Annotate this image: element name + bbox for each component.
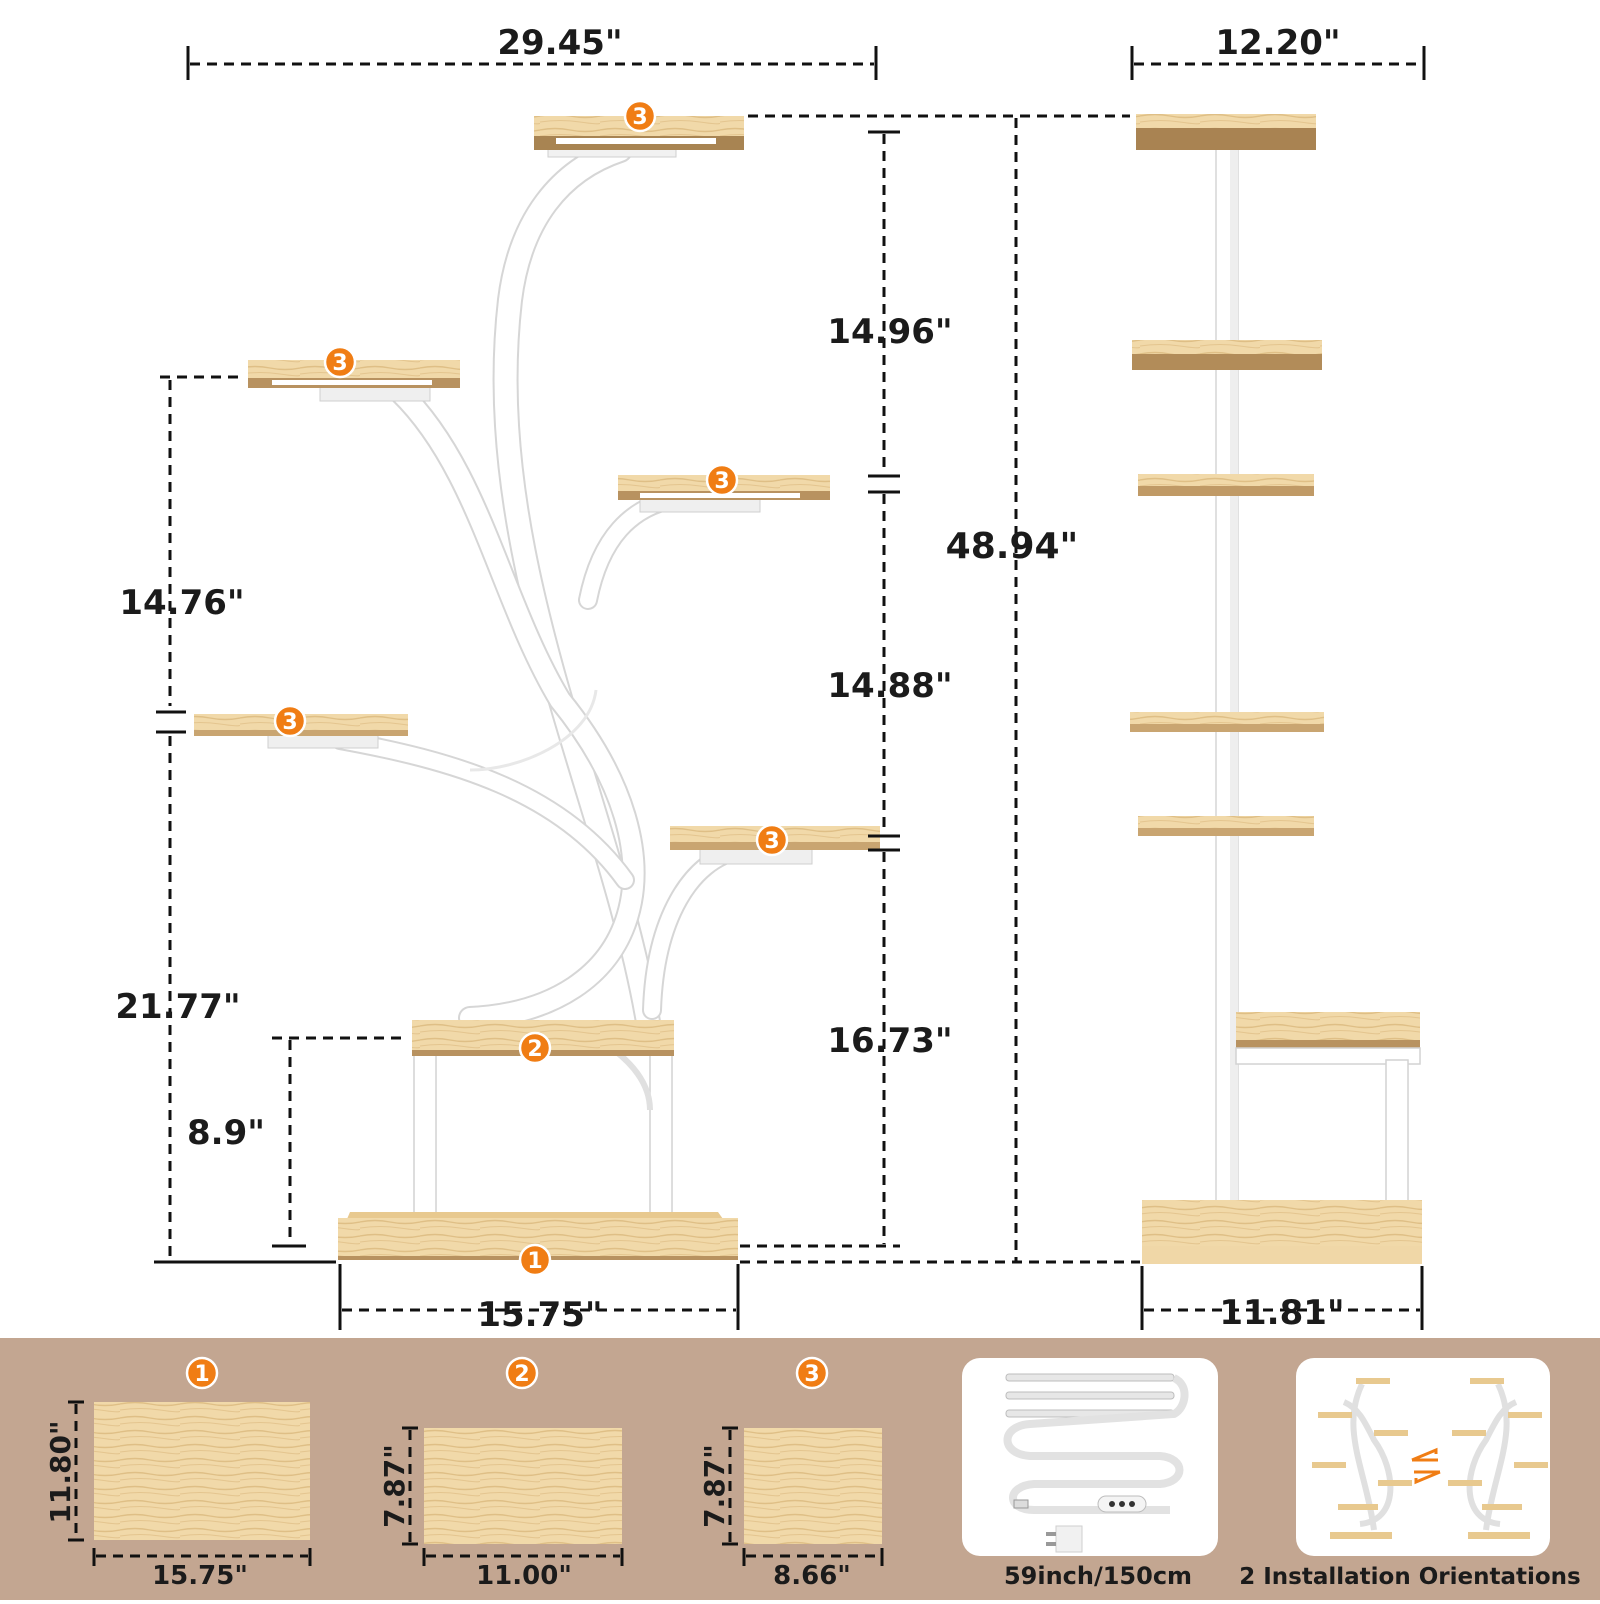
orientation-card: 2 Installation Orientations: [1239, 1358, 1581, 1590]
svg-text:2: 2: [527, 1037, 542, 1062]
led-grow-light-icon: [1003, 1373, 1189, 1553]
swap-arrows-icon: [1411, 1447, 1441, 1485]
svg-text:3: 3: [764, 829, 779, 854]
orientation-right-thumb: [1448, 1378, 1548, 1539]
part-1-width: 15.75": [152, 1561, 248, 1591]
side-top-width-label: 12.20": [1215, 23, 1340, 63]
side-base-width-dimension: 11.81": [1140, 1266, 1424, 1333]
part-2-badge: 2: [505, 1356, 539, 1390]
left-dim-lower: 21.77": [115, 987, 240, 1027]
badge-step: 2: [518, 1031, 552, 1065]
orientation-caption: 2 Installation Orientations: [1239, 1564, 1581, 1590]
part-3-badge: 3: [795, 1356, 829, 1390]
right-dim-middle: 14.88": [827, 666, 952, 706]
badge-shelf-left-lower: 3: [273, 704, 307, 738]
badge-shelf-upper-left: 3: [323, 345, 357, 379]
left-dim-upper: 14.76": [119, 583, 244, 623]
badge-base: 1: [518, 1243, 552, 1277]
right-dim-lower: 16.73": [827, 1021, 952, 1061]
side-base-width-label: 11.81": [1219, 1293, 1344, 1333]
part-2-width: 11.00": [476, 1561, 572, 1591]
part-3-height: 7.87": [698, 1444, 731, 1528]
badge-shelf-right-lower: 3: [755, 823, 789, 857]
shelf-top: [534, 116, 744, 150]
front-badges: 3 3 3 3 3 2 1: [273, 99, 789, 1277]
right-dim-upper: 14.96": [827, 312, 952, 352]
overall-width-dimension: 29.45": [186, 23, 878, 80]
svg-text:1: 1: [527, 1249, 542, 1274]
part-2: 2 7.87" 11.00": [378, 1356, 624, 1591]
svg-text:2: 2: [514, 1362, 529, 1387]
orientation-left-thumb: [1312, 1378, 1412, 1539]
left-dimensions: 14.76" 21.77" 8.9": [115, 375, 404, 1264]
front-view: 29.45": [115, 23, 1140, 1335]
side-top-width-dimension: 12.20": [1130, 23, 1426, 80]
svg-text:3: 3: [714, 469, 729, 494]
part-1-badge: 1: [185, 1356, 219, 1390]
base-width-dimension: 15.75": [338, 1264, 740, 1335]
svg-text:3: 3: [282, 710, 297, 735]
svg-text:3: 3: [632, 105, 647, 130]
overall-height-label: 48.94": [946, 526, 1079, 567]
base-width-label: 15.75": [477, 1295, 602, 1335]
overall-width-label: 29.45": [497, 23, 622, 63]
part-1-height: 11.80": [44, 1420, 77, 1523]
svg-text:3: 3: [804, 1362, 819, 1387]
part-2-board: [424, 1428, 622, 1544]
right-dimensions: 14.96" 14.88" 16.73" 48.94": [740, 114, 1140, 1264]
part-3-width: 8.66": [773, 1561, 851, 1591]
part-2-height: 7.87": [378, 1444, 411, 1528]
light-length-caption: 59inch/150cm: [1004, 1562, 1192, 1590]
parts-band: 1 11.80" 15.75" 2 7.87": [0, 1338, 1600, 1600]
metal-frame: [267, 137, 813, 1223]
side-shelves: [1130, 114, 1422, 1264]
svg-text:3: 3: [332, 351, 347, 376]
part-1: 1 11.80" 15.75": [44, 1356, 312, 1591]
badge-shelf-right-middle: 3: [705, 463, 739, 497]
part-3: 3 7.87" 8.66": [698, 1356, 884, 1591]
side-view: 12.20": [1130, 23, 1426, 1333]
badge-shelf-top: 3: [623, 99, 657, 133]
step-height-label: 8.9": [187, 1113, 265, 1153]
shelves: [194, 116, 880, 1260]
part-1-board: [94, 1402, 310, 1540]
svg-text:1: 1: [194, 1362, 209, 1387]
part-3-board: [744, 1428, 882, 1544]
grow-light-card: 59inch/150cm: [962, 1358, 1218, 1590]
